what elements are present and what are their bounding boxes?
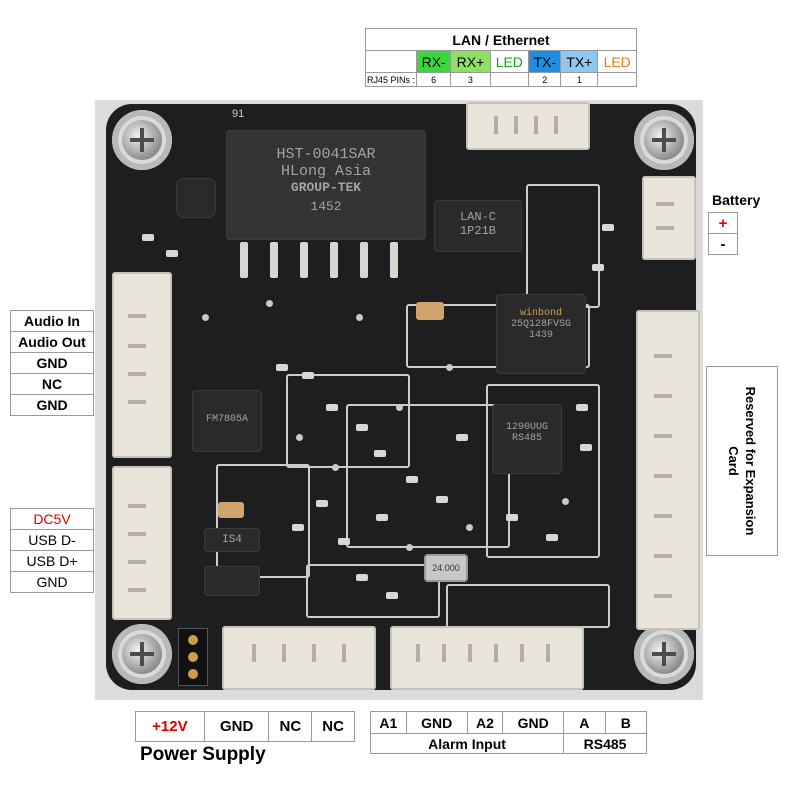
rs485-chip-text-2: RS485 <box>511 433 542 444</box>
lan-signal-led-1: LED <box>489 50 530 73</box>
lan-transformer: HST-0041SAR HLong Asia GROUP-TEK 1452 <box>226 130 426 240</box>
silk-label: 91 <box>232 108 245 120</box>
screw-tl-icon <box>122 120 162 160</box>
capacitor <box>416 302 444 320</box>
lan-signal-tx-plus: TX+ <box>560 50 599 73</box>
lan-connector <box>466 102 590 150</box>
transformer-text-2: HLong Asia <box>280 163 371 180</box>
rj45-pin-led-2 <box>597 72 637 87</box>
battery-plus: + <box>708 212 738 234</box>
diode-2 <box>204 566 260 596</box>
power-table: +12V GND NC NC <box>135 711 355 742</box>
inductor <box>176 178 216 218</box>
rs485-b-label: B <box>604 711 648 734</box>
rs485-chip: 1290UUG RS485 <box>492 404 562 474</box>
alarm-gnd2-label: GND <box>502 711 565 734</box>
alarm-rs485-table: A1 GND A2 GND A B Alarm Input RS485 <box>369 711 648 754</box>
lan-signal-tx-minus: TX- <box>528 50 562 73</box>
expansion-label: Reserved for Expansion Card <box>726 386 758 536</box>
lan-signal-rx-minus: RX- <box>415 50 452 73</box>
battery-title: Battery <box>712 192 761 208</box>
rj45-pin-rx-plus: 3 <box>450 72 491 87</box>
screw-br-icon <box>644 634 684 674</box>
audio-out-label: Audio Out <box>10 331 94 353</box>
usb-dminus-label: USB D- <box>10 529 94 551</box>
alarm-a1-label: A1 <box>370 711 407 734</box>
rj45-pin-tx-plus: 1 <box>560 72 599 87</box>
expansion-box: Reserved for Expansion Card <box>706 366 778 556</box>
expansion-connector <box>636 310 700 630</box>
audio-amp-chip-text: FM7805A <box>205 414 248 425</box>
audio-amp-chip: FM7805A <box>192 390 262 452</box>
diode-label: IS4 <box>222 534 242 546</box>
lan-signal-rx-plus: RX+ <box>450 50 491 73</box>
alarm-rs485-connector <box>390 626 584 690</box>
lan-chip: LAN-C 1P21B <box>434 200 522 252</box>
crystal: 24.000 <box>424 554 468 582</box>
lan-title: LAN / Ethernet <box>365 28 637 51</box>
usb-table: DC5V USB D- USB D+ GND <box>10 508 94 593</box>
power-12v-label: +12V <box>135 711 205 742</box>
rs485-a-label: A <box>563 711 606 734</box>
jumper-header <box>178 628 208 686</box>
pcb-board: 91 HST-0041SAR HLong Asia GROUP-TEK 1452… <box>106 102 700 690</box>
rs485-chip-text-1: 1290UUG <box>505 422 548 433</box>
rj45-pin-led-1 <box>489 72 530 87</box>
alarm-gnd1-label: GND <box>405 711 468 734</box>
rj45-pin-tx-minus: 2 <box>528 72 562 87</box>
power-nc1-label: NC <box>268 711 313 742</box>
dc5v-label: DC5V <box>10 508 94 530</box>
usb-connector <box>112 466 172 620</box>
crystal-label: 24.000 <box>432 563 460 573</box>
alarm-a2-label: A2 <box>466 711 504 734</box>
transformer-code: 1452 <box>310 199 342 214</box>
flash-chip: winbond 25Q128FVSG 1439 <box>496 294 586 374</box>
audio-in-label: Audio In <box>10 310 94 332</box>
audio-gnd-label: GND <box>10 352 94 374</box>
usb-dplus-label: USB D+ <box>10 550 94 572</box>
audio-table: Audio In Audio Out GND NC GND <box>10 310 94 416</box>
rj45-pin-rx-minus: 6 <box>415 72 452 87</box>
battery-minus: - <box>708 233 738 255</box>
audio-gnd2-label: GND <box>10 394 94 416</box>
screw-bl-icon <box>122 634 162 674</box>
lan-ethernet-table: LAN / Ethernet RX- RX+ LED TX- TX+ LED R… <box>365 28 637 87</box>
power-nc2-label: NC <box>311 711 355 742</box>
rs485-label: RS485 <box>563 733 647 754</box>
flash-chip-text-2: 25Q128FVSG <box>510 319 571 330</box>
power-connector <box>222 626 376 690</box>
lan-chip-text-1: LAN-C <box>459 210 496 224</box>
battery-table: + - <box>708 212 738 255</box>
lan-signal-led-2: LED <box>597 50 637 73</box>
flash-chip-text-1: winbond <box>519 308 562 319</box>
alarm-input-label: Alarm Input <box>369 733 565 754</box>
power-supply-title: Power Supply <box>140 744 266 765</box>
power-gnd-label: GND <box>203 711 270 742</box>
diode: IS4 <box>204 528 260 552</box>
audio-connector <box>112 272 172 458</box>
transformer-text-1: HST-0041SAR <box>276 146 376 163</box>
transformer-text-3: GROUP-TEK <box>290 180 362 195</box>
rj45-pins-label: RJ45 PINs : <box>365 72 417 87</box>
screw-tr-icon <box>644 120 684 160</box>
audio-nc-label: NC <box>10 373 94 395</box>
flash-chip-text-3: 1439 <box>528 330 553 341</box>
capacitor-2 <box>218 502 244 518</box>
lan-chip-text-2: 1P21B <box>459 224 496 238</box>
battery-connector <box>642 176 696 260</box>
usb-gnd-label: GND <box>10 571 94 593</box>
